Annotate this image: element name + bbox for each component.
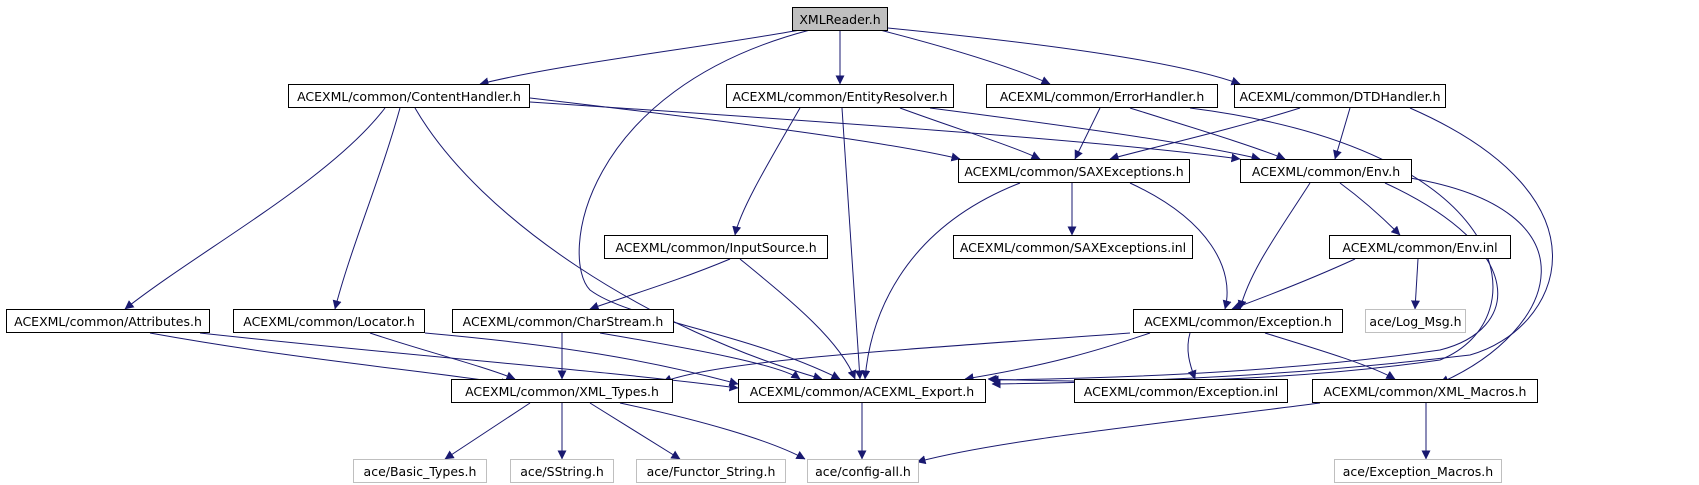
edge-env-acexml-export	[989, 182, 1499, 385]
node-exception-inl[interactable]: ACEXML/common/Exception.inl	[1074, 379, 1288, 403]
node-log-msg: ace/Log_Msg.h	[1365, 309, 1466, 333]
edge-entityresolver-env	[929, 107, 1261, 162]
edge-xmlreader-errorhandler	[879, 29, 1051, 85]
edge-locator-acexml-export	[424, 332, 739, 387]
edge-contenthandler-locator	[332, 107, 401, 310]
edge-env-inl-exception	[1231, 258, 1356, 311]
edge-dtdhandler-env	[1333, 107, 1351, 160]
edge-xml-types-functor-string	[589, 402, 681, 460]
node-xmlreader: XMLReader.h	[792, 7, 888, 31]
node-dtdhandler[interactable]: ACEXML/common/DTDHandler.h	[1234, 84, 1446, 108]
edge-entityresolver-inputsource	[732, 107, 801, 236]
edge-charstream-acexml-export	[599, 332, 801, 380]
node-basic-types: ace/Basic_Types.h	[353, 459, 487, 483]
edge-xmlreader-acexml-export	[578, 29, 841, 380]
edge-entityresolver-acexml-export	[841, 107, 864, 380]
edge-attributes-xml-types	[149, 332, 511, 388]
node-locator[interactable]: ACEXML/common/Locator.h	[233, 309, 425, 333]
node-saxexceptions[interactable]: ACEXML/common/SAXExceptions.h	[958, 159, 1190, 183]
edge-env-xml-macros	[1409, 177, 1542, 384]
node-xml-types[interactable]: ACEXML/common/XML_Types.h	[451, 379, 673, 403]
node-env[interactable]: ACEXML/common/Env.h	[1240, 159, 1412, 183]
edge-env-exception	[1237, 182, 1311, 310]
edge-xmlreader-contenthandler	[479, 29, 801, 87]
edge-inputsource-charstream	[589, 258, 731, 311]
node-exception-macros: ace/Exception_Macros.h	[1334, 459, 1502, 483]
node-contenthandler[interactable]: ACEXML/common/ContentHandler.h	[288, 84, 530, 108]
node-charstream[interactable]: ACEXML/common/CharStream.h	[452, 309, 674, 333]
edge-xml-macros-config-all	[916, 402, 1321, 465]
node-saxexceptions-inl[interactable]: ACEXML/common/SAXExceptions.inl	[953, 235, 1193, 259]
node-errorhandler[interactable]: ACEXML/common/ErrorHandler.h	[986, 84, 1218, 108]
node-inputsource[interactable]: ACEXML/common/InputSource.h	[604, 235, 828, 259]
node-env-inl[interactable]: ACEXML/common/Env.inl	[1329, 235, 1511, 259]
edge-entityresolver-saxexceptions	[899, 107, 1041, 160]
edge-exception-exception-inl	[1187, 332, 1197, 380]
edge-saxexceptions-acexml-export	[861, 182, 1021, 380]
edge-exception-xml-macros	[1264, 332, 1396, 380]
edge-env-env-inl	[1339, 182, 1401, 236]
edge-exception-xml-types	[662, 332, 1131, 384]
edge-xml-types-basic-types	[444, 402, 531, 460]
edge-errorhandler-saxexceptions	[1074, 107, 1101, 160]
edge-errorhandler-env	[1129, 107, 1286, 161]
node-xml-macros[interactable]: ACEXML/common/XML_Macros.h	[1312, 379, 1538, 403]
edge-contenthandler-attributes	[124, 107, 386, 310]
edge-contenthandler-acexml-export	[414, 107, 823, 381]
edge-saxexceptions-exception	[1129, 182, 1232, 310]
edge-xmlreader-dtdhandler	[887, 27, 1241, 86]
edge-locator-xml-types	[369, 332, 516, 381]
edge-xml-types-config-all	[619, 402, 806, 460]
edge-attributes-acexml-export	[199, 332, 739, 392]
edge-env-inl-log-msg	[1411, 258, 1421, 310]
node-config-all: ace/config-all.h	[807, 459, 919, 483]
edge-exception-acexml-export	[964, 332, 1151, 383]
node-sstring: ace/SString.h	[510, 459, 614, 483]
node-attributes[interactable]: ACEXML/common/Attributes.h	[6, 309, 210, 333]
edge-contenthandler-env	[529, 101, 1241, 163]
edge-inputsource-acexml-export	[739, 258, 857, 380]
node-acexml-export[interactable]: ACEXML/common/ACEXML_Export.h	[738, 379, 986, 403]
edge-dtdhandler-saxexceptions	[1109, 107, 1301, 162]
node-exception[interactable]: ACEXML/common/Exception.h	[1133, 309, 1343, 333]
node-entityresolver[interactable]: ACEXML/common/EntityResolver.h	[726, 84, 954, 108]
node-functor-string: ace/Functor_String.h	[636, 459, 786, 483]
